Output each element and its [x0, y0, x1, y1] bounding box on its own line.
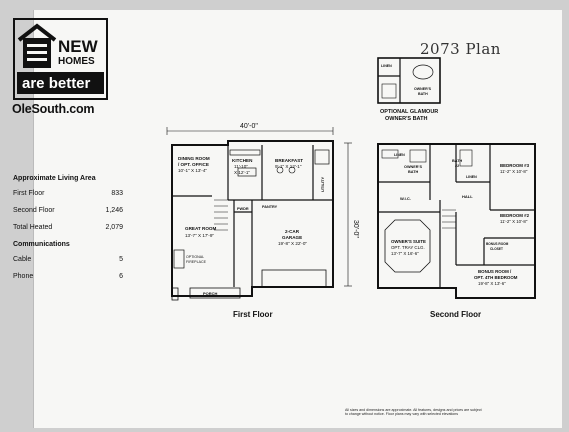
new-homes-logo: NEW HOMES are better — [13, 18, 108, 100]
dining-room-size: 10'-1" X 13'-4" — [178, 168, 207, 173]
row-label: Phone — [13, 273, 34, 280]
optional-bath-caption: OPTIONAL GLAMOUR — [380, 109, 438, 115]
bedroom-2-size: 11'-2" X 10'-8" — [500, 219, 528, 224]
living-area-heading: Approximate Living Area — [13, 175, 96, 182]
row-value: 1,246 — [105, 207, 123, 214]
hall-label: HALL — [462, 194, 473, 199]
bonus-room-size: 19'-8" X 13'-6" — [478, 281, 506, 286]
first-floor-caption: First Floor — [233, 310, 273, 319]
bonus-room-label: BONUS ROOM / — [478, 269, 512, 274]
second-floor-caption: Second Floor — [430, 310, 481, 319]
great-room-size: 13'-7" X 17'-9" — [185, 233, 214, 238]
owners-suite-label: OWNER'S SUITE — [391, 239, 426, 244]
bonus-room-label-2: OPT. 4TH BEDROOM — [474, 275, 518, 280]
living-area-table: Approximate Living Area First Floor 833 … — [13, 175, 123, 290]
row-label: First Floor — [13, 190, 45, 197]
garage-label: 2-CAR — [285, 229, 300, 234]
disclaimer: All sizes and dimensions are approximate… — [345, 408, 525, 416]
optional-bath-plan — [377, 57, 441, 104]
kitchen-size: 11'-10" — [234, 164, 248, 169]
fireplace-label: OPTIONAL — [186, 255, 204, 259]
dining-room-label-2: / OPT. OFFICE — [178, 162, 209, 167]
fireplace-label-2: FIREPLACE — [186, 260, 207, 264]
wic-label: W.I.C. — [400, 196, 411, 201]
inset-owners-bath-label-2: BATH — [418, 92, 428, 96]
garage-size: 19'-8" X 22'-0" — [278, 241, 307, 246]
table-row: Total Heated 2,079 — [13, 224, 123, 231]
second-floor-plan — [377, 143, 536, 299]
breakfast-size: 9'-1" X 12'-1" — [275, 164, 302, 169]
row-label: Total Heated — [13, 224, 53, 231]
row-label: Second Floor — [13, 207, 55, 214]
pantry-label: PANTRY — [262, 205, 278, 209]
kitchen-label: KITCHEN — [232, 158, 253, 163]
breakfast-label: BREAKFAST — [275, 158, 303, 163]
owners-suite-label-2: OPT. TRAY CLG. — [391, 245, 425, 250]
owners-bath-label: OWNER'S — [404, 165, 422, 169]
bonus-closet-label: BONUS ROOM — [486, 242, 509, 246]
plan-title: 2073 Plan — [420, 40, 501, 58]
table-row: Phone 6 — [13, 273, 123, 280]
bedroom-3-size: 11'-2" X 10'-8" — [500, 169, 528, 174]
kitchen-size-2: X 12'-1" — [234, 170, 250, 175]
row-label: Cable — [13, 256, 32, 263]
bath-2-label: BATH — [452, 159, 463, 163]
disclaimer-line: to change without notice. Floor plans ma… — [345, 412, 459, 417]
powder-label: PWDR — [237, 207, 249, 211]
owners-bath-label-2: BATH — [408, 170, 419, 174]
inset-linen-label: LINEN — [381, 64, 392, 68]
communications-heading: Communications — [13, 241, 70, 248]
logo-new-text: NEW — [58, 37, 99, 56]
floor-plan-sheet — [33, 10, 562, 428]
logo-tagline-text: are better — [22, 75, 91, 92]
porch-label: PORCH — [203, 291, 218, 296]
row-value: 6 — [119, 273, 123, 280]
bonus-closet-label-2: CLOSET — [490, 247, 503, 251]
inset-owners-bath-label: OWNER'S — [414, 87, 432, 91]
utility-label: UTILITY — [320, 177, 325, 192]
bath-2-label-2: #2 — [455, 164, 459, 168]
garage-label-2: GARAGE — [282, 235, 302, 240]
linen-label-2: LINEN — [466, 175, 477, 179]
width-dimension: 40'-0" — [240, 123, 258, 130]
table-row: First Floor 833 — [13, 190, 123, 197]
bedroom-2-label: BEDROOM #2 — [500, 213, 530, 218]
great-room-label: GREAT ROOM — [185, 226, 216, 231]
dining-room-label: DINING ROOM — [178, 156, 210, 161]
depth-dimension: 30'-0" — [352, 220, 359, 238]
first-floor-plan — [166, 127, 352, 301]
linen-label: LINEN — [394, 153, 405, 157]
optional-bath-caption-2: OWNER'S BATH — [385, 116, 427, 122]
website-url: OleSouth.com — [12, 102, 95, 116]
table-row: Cable 5 — [13, 256, 123, 263]
bedroom-3-label: BEDROOM #3 — [500, 163, 530, 168]
logo-homes-text: HOMES — [58, 56, 95, 67]
row-value: 5 — [119, 256, 123, 263]
row-value: 833 — [111, 190, 123, 197]
row-value: 2,079 — [105, 224, 123, 231]
disclaimer-line: All sizes and dimensions are approximate… — [345, 408, 482, 412]
table-row: Second Floor 1,246 — [13, 207, 123, 214]
owners-suite-size: 13'-7" X 16'-6" — [391, 251, 419, 256]
